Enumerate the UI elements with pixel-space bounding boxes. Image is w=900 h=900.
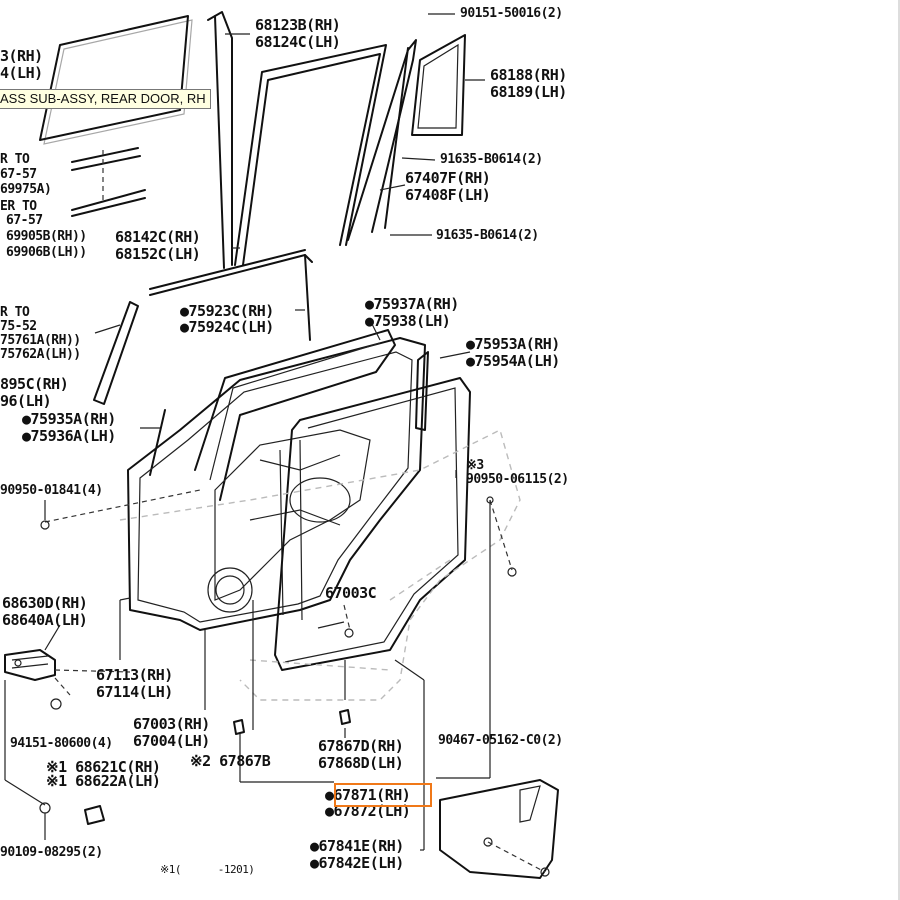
part-label[interactable]: ●75938(LH) (365, 312, 451, 330)
part-label[interactable]: 75-52 (0, 319, 37, 334)
part-label[interactable]: 3(RH) (0, 47, 43, 65)
door-hinge (4, 649, 56, 681)
part-label[interactable]: 68124C(LH) (255, 33, 341, 51)
footnote: ※1( -1201) (160, 863, 255, 876)
part-label[interactable]: ●67842E(LH) (310, 854, 404, 872)
door-weatherstrip (274, 377, 471, 671)
part-label[interactable]: 67868D(LH) (318, 754, 404, 772)
part-label[interactable]: ER TO (0, 199, 37, 214)
part-label[interactable]: ●75954A(LH) (466, 352, 560, 370)
part-label[interactable]: 67408F(LH) (405, 186, 491, 204)
part-label[interactable]: 75762A(LH)) (0, 347, 81, 362)
door-panel-outer (127, 337, 426, 631)
part-label[interactable]: 91635-B0614(2) (440, 152, 543, 167)
part-label[interactable]: 895C(RH) (0, 375, 69, 393)
part-label[interactable]: 94151-80600(4) (10, 736, 113, 751)
part-label[interactable]: 67113(RH) (96, 666, 173, 684)
part-label[interactable]: ●75935A(RH) (22, 410, 116, 428)
part-label[interactable]: 91635-B0614(2) (436, 228, 539, 243)
window-regulator-mechanism (207, 429, 371, 621)
part-label[interactable]: 96(LH) (0, 392, 52, 410)
part-label[interactable]: 67867D(RH) (318, 737, 404, 755)
part-label[interactable]: ●75924C(LH) (180, 318, 274, 336)
part-label[interactable]: 90467-05162-C0(2) (438, 733, 563, 748)
part-label[interactable]: 68188(RH) (490, 66, 567, 84)
part-label[interactable]: ※1 68622A(LH) (46, 772, 161, 790)
part-label[interactable]: 75761A(RH)) (0, 333, 81, 348)
part-label[interactable]: 68142C(RH) (115, 228, 201, 246)
selected-part-highlight (334, 783, 432, 807)
door-trim-board (439, 779, 559, 879)
part-label[interactable]: ●67841E(RH) (310, 837, 404, 855)
part-label[interactable]: 67-57 (6, 213, 43, 228)
part-label[interactable]: R TO (0, 305, 30, 320)
door-glass-outline (39, 15, 189, 141)
part-label[interactable]: ●75953A(RH) (466, 335, 560, 353)
part-label[interactable]: R TO (0, 152, 30, 167)
part-label[interactable]: 68123B(RH) (255, 16, 341, 34)
part-label[interactable]: 67407F(RH) (405, 169, 491, 187)
part-label[interactable]: 67003(RH) (133, 715, 210, 733)
part-label[interactable]: 90109-08295(2) (0, 845, 103, 860)
part-label[interactable]: 67-57 (0, 167, 37, 182)
part-label[interactable]: ●75923C(RH) (180, 302, 274, 320)
part-label[interactable]: 67114(LH) (96, 683, 173, 701)
door-frame-sash (234, 44, 387, 266)
part-label[interactable]: 68189(LH) (490, 83, 567, 101)
part-label[interactable]: 68640A(LH) (2, 611, 88, 629)
part-label[interactable]: 90151-50016(2) (460, 6, 563, 21)
part-label[interactable]: ※2 67867B (190, 752, 271, 770)
part-tooltip: ASS SUB-ASSY, REAR DOOR, RH (0, 89, 211, 109)
part-label[interactable]: ●75937A(RH) (365, 295, 459, 313)
quarter-window-glass (411, 34, 466, 136)
viewer-edge (898, 0, 900, 900)
part-label[interactable]: 90950-06115(2) (466, 472, 569, 487)
part-label[interactable]: 68630D(RH) (2, 594, 88, 612)
part-label[interactable]: 69975A) (0, 182, 52, 197)
part-label[interactable]: 69905B(RH)) (6, 229, 87, 244)
part-label[interactable]: ●75936A(LH) (22, 427, 116, 445)
part-label[interactable]: ※1 68621C(RH) (46, 758, 161, 776)
part-label: ※3 (466, 458, 484, 473)
part-label[interactable]: 90950-01841(4) (0, 483, 103, 498)
part-label[interactable]: 67003C (325, 584, 377, 602)
part-label[interactable]: 4(LH) (0, 64, 43, 82)
part-label[interactable]: 68152C(LH) (115, 245, 201, 263)
part-label-selected[interactable]: ●67871(RH) (325, 786, 411, 804)
part-label[interactable]: 67004(LH) (133, 732, 210, 750)
part-label[interactable]: 69906B(LH)) (6, 245, 87, 260)
